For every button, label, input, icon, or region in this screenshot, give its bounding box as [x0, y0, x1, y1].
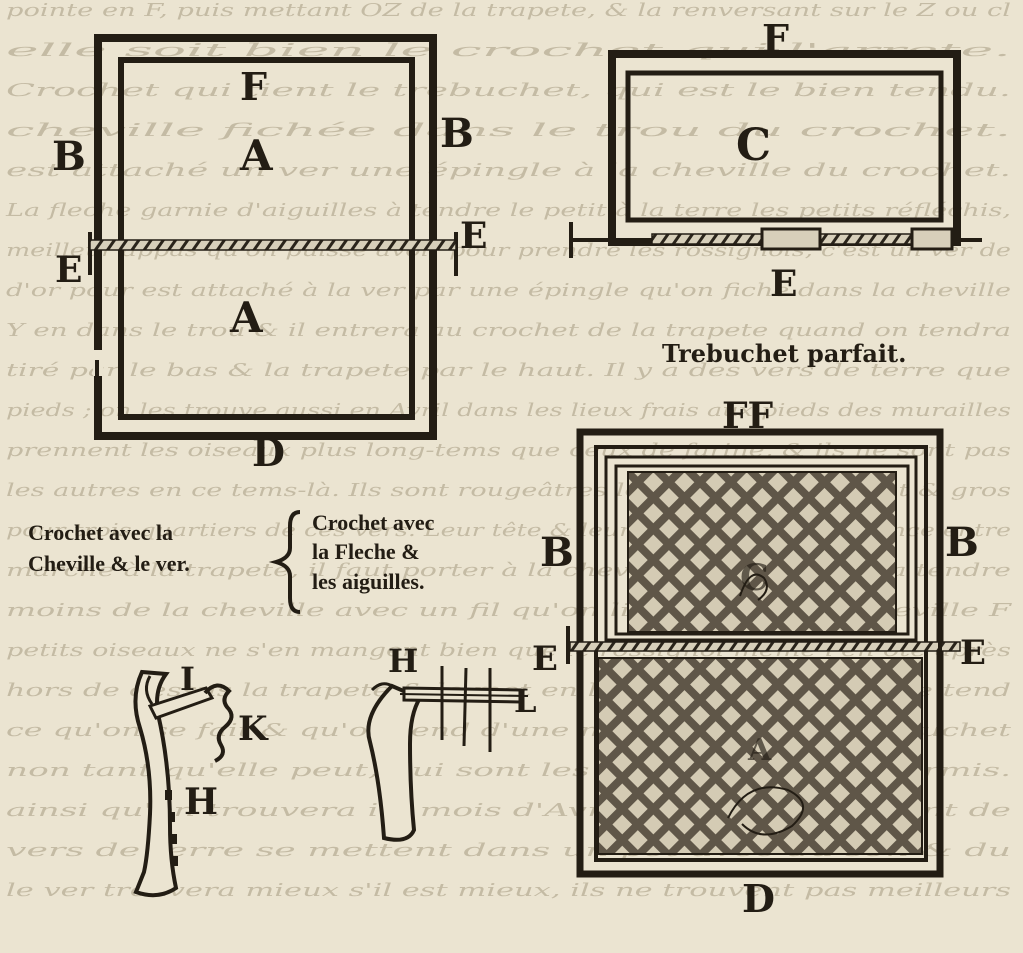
bleed-line: Y en dans le trou & il entrera au croche…	[6, 320, 1011, 341]
fig3-label-lower: A	[747, 733, 772, 768]
caption-brace	[268, 510, 301, 614]
bleed-line: le ver trouvera mieux s'il est mieux, il…	[6, 880, 1011, 901]
fig1-label-lower-panel: A	[229, 293, 264, 342]
fig3-label-upper: C	[740, 557, 769, 599]
bleed-line: Crochet qui tient le trebuchet, qui est …	[6, 80, 1011, 101]
fig1-label-bar-left: E	[55, 249, 82, 291]
hook2-loop	[366, 683, 423, 842]
hook2-needle-2	[462, 667, 468, 747]
fig3-bait-sketch	[727, 786, 804, 836]
bleed-line: La fleche garnie d'aiguilles à tendre le…	[4, 200, 1011, 221]
caption-right-line-2: la Fleche &	[312, 539, 420, 565]
fig2-inner-frame	[625, 70, 944, 223]
fig3-label-bar-left: E	[532, 639, 558, 679]
fig3-upper-net	[627, 471, 897, 633]
hook-with-peg-and-worm: I K H	[133, 660, 269, 898]
hook1-worm	[203, 683, 234, 763]
hook1-label-body: H	[184, 781, 218, 823]
fig1-label-upper-panel: A	[239, 131, 274, 180]
caption-left-line-1: Crochet avec la	[28, 520, 173, 545]
fig3-label-bar-right: E	[960, 633, 986, 673]
fig3-label-bottom: D	[742, 876, 775, 921]
fig3-label-top: FF	[722, 395, 774, 437]
fig3-label-left: B	[540, 529, 574, 576]
caption-left-line-2: Cheville & le ver.	[28, 551, 190, 577]
fig1-label-bottom: D	[252, 430, 285, 475]
fig3-twisted-cord	[569, 641, 961, 652]
figure-netted-trap: FF B B E E C A D	[532, 395, 986, 921]
bleed-line: tiré par le bas & la trapete par le haut…	[6, 360, 1011, 381]
caption-right-line-3: les aiguilles.	[312, 568, 425, 594]
fig2-caption: Trebuchet parfait.	[662, 339, 906, 368]
fig1-outer-frame	[94, 34, 437, 440]
fig1-inner-frame	[118, 57, 415, 420]
fig3-inner-frame	[594, 445, 928, 862]
fig1-label-bar-right: E	[460, 215, 487, 257]
bleed-line: est attaché un ver une épingle à la chev…	[6, 160, 1011, 181]
hook1-peg	[147, 686, 215, 720]
fig2-label-top: F	[762, 16, 789, 61]
fig2-label-bottom: E	[770, 263, 797, 305]
hook2-label-head: H	[388, 642, 418, 680]
bleed-line: pointe en F, puis mettant OZ de la trape…	[6, 0, 1011, 21]
fig3-label-right: B	[945, 519, 979, 566]
hook1-label-worm: K	[238, 709, 269, 749]
bleed-line: d'or pour est attaché à la ver par une é…	[6, 280, 1011, 301]
caption-right-line-1: Crochet avec	[312, 510, 435, 535]
fig1-label-top: F	[240, 64, 267, 109]
fig3-lower-net	[597, 657, 923, 855]
hook1-body	[133, 669, 179, 898]
fig2-sleeve-2	[910, 227, 954, 251]
bleed-through-text: pointe en F, puis mettant OZ de la trape…	[4, 0, 1013, 901]
fig2-sleeve-1	[760, 227, 822, 251]
caption-right: Crochet avec la Fleche & les aiguilles.	[312, 510, 434, 594]
hook1-label-pin: I	[180, 660, 195, 698]
fig1-twisted-cord	[89, 239, 457, 251]
fig1-label-left: B	[52, 133, 86, 180]
bleed-line: cheville fichée dans le trou du crochet.	[6, 120, 1011, 141]
fig2-label-inner: C	[736, 120, 771, 171]
figure-trebuchet-side: F C E Trebuchet parfait.	[569, 16, 982, 368]
fig1-label-right: B	[440, 110, 474, 157]
hook-with-arrow-and-needles: H L	[366, 642, 537, 842]
caption-left: Crochet avec la Cheville & le ver.	[28, 520, 190, 577]
hook2-label-pin: L	[514, 682, 537, 720]
figure-open-trap: F A A B B E E D	[52, 34, 487, 475]
